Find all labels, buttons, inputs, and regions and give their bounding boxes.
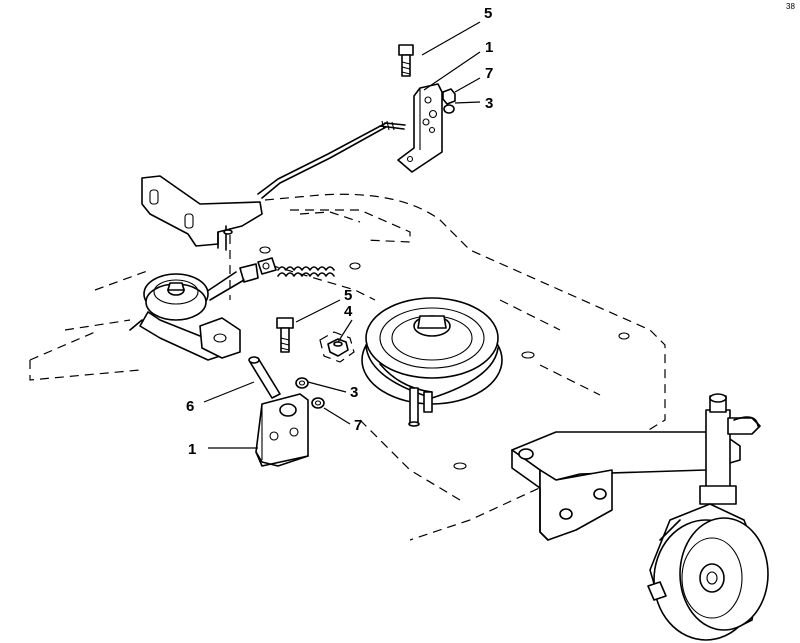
callout-upper-3: 3	[485, 95, 493, 112]
callouts: 5 1 7 3 5 4 3 6 7 1	[186, 5, 493, 458]
upper-bolt	[398, 44, 414, 56]
lower-nut	[327, 338, 349, 357]
lower-bolt	[276, 317, 294, 329]
mounting-plate	[141, 175, 263, 251]
callout-lower-3: 3	[350, 384, 358, 401]
lower-washer-3	[295, 377, 309, 389]
spacer	[249, 357, 281, 399]
callout-lower-1: 1	[188, 441, 196, 458]
idler-pulley	[129, 273, 241, 361]
upper-washer	[443, 104, 455, 114]
upper-nut	[442, 88, 456, 105]
drive-pulley	[361, 297, 503, 427]
callout-upper-1: 1	[485, 39, 493, 56]
callout-lower-4: 4	[344, 303, 353, 320]
lower-bracket-assembly	[248, 317, 355, 467]
lower-washer-7	[311, 397, 325, 409]
callout-upper-7: 7	[485, 65, 493, 82]
callout-lower-7: 7	[354, 417, 362, 434]
lower-bracket	[255, 393, 309, 467]
control-rod	[257, 120, 406, 199]
callout-lower-5: 5	[344, 287, 352, 304]
mower-deck-outline	[29, 193, 666, 541]
callout-upper-5: 5	[484, 5, 492, 22]
deck-holes	[259, 246, 630, 470]
caster-wheel-assembly	[511, 393, 769, 641]
callout-lower-6: 6	[186, 398, 194, 415]
upper-bracket-assembly	[397, 44, 456, 173]
corner-mark: 38	[786, 2, 795, 11]
spring-linkage	[205, 257, 335, 301]
